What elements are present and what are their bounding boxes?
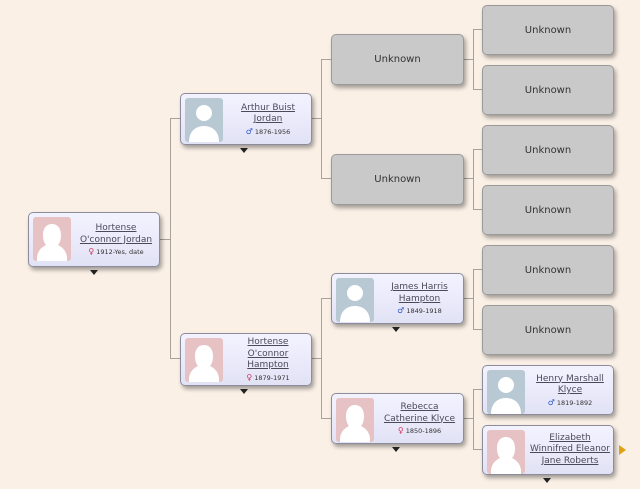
male-avatar-icon bbox=[336, 278, 374, 322]
male-avatar-icon bbox=[487, 370, 525, 414]
expand-arrow-icon[interactable] bbox=[543, 478, 551, 483]
unknown-person-card[interactable]: Unknown bbox=[482, 305, 614, 355]
unknown-label: Unknown bbox=[524, 144, 572, 156]
unknown-label: Unknown bbox=[524, 264, 572, 276]
female-avatar-icon bbox=[487, 430, 525, 474]
expand-arrow-icon[interactable] bbox=[392, 327, 400, 332]
female-symbol-icon: ♀ bbox=[246, 372, 253, 382]
unknown-person-card[interactable]: Unknown bbox=[482, 65, 614, 115]
person-card-root[interactable]: Hortense O'connor Jordan ♀ 1912-Yes, dat… bbox=[28, 212, 160, 267]
person-name[interactable]: James Harris Hampton bbox=[391, 282, 448, 304]
unknown-label: Unknown bbox=[374, 54, 421, 65]
lifespan-text: 1850-1896 bbox=[405, 427, 442, 435]
unknown-label: Unknown bbox=[524, 24, 572, 36]
female-avatar-icon bbox=[33, 217, 71, 261]
person-card-mother[interactable]: Hortense O'connor Hampton ♀ 1879-1971 bbox=[180, 333, 312, 386]
unknown-person-card[interactable]: Unknown bbox=[482, 5, 614, 55]
unknown-person-card[interactable]: Unknown bbox=[482, 185, 614, 235]
male-symbol-icon: ♂ bbox=[547, 397, 555, 407]
lifespan-text: 1876-1956 bbox=[254, 127, 291, 136]
person-dates: ♂ 1819-1892 bbox=[547, 397, 593, 407]
female-avatar-icon bbox=[185, 338, 223, 382]
lifespan-text: 1819-1892 bbox=[556, 398, 593, 407]
female-symbol-icon: ♀ bbox=[397, 426, 404, 435]
person-name[interactable]: Elizabeth Winnifred Eleanor Jane Roberts bbox=[529, 432, 611, 466]
person-name[interactable]: Hortense O'connor Hampton bbox=[247, 337, 289, 371]
female-symbol-icon: ♀ bbox=[88, 247, 95, 256]
person-name[interactable]: Arthur Buist Jordan bbox=[241, 102, 295, 125]
expand-arrow-icon[interactable] bbox=[90, 270, 98, 275]
unknown-person-card[interactable]: Unknown bbox=[331, 34, 464, 85]
expand-arrow-icon[interactable] bbox=[392, 447, 400, 452]
expand-arrow-icon[interactable] bbox=[240, 148, 248, 153]
person-dates: ♂ 1876-1956 bbox=[245, 126, 291, 136]
unknown-label: Unknown bbox=[374, 174, 421, 185]
lifespan-text: 1849-1918 bbox=[406, 307, 442, 315]
male-symbol-icon: ♂ bbox=[245, 126, 253, 136]
person-name[interactable]: Rebecca Catherine Klyce bbox=[383, 402, 456, 424]
person-card-mmm-mother[interactable]: Elizabeth Winnifred Eleanor Jane Roberts bbox=[482, 425, 614, 475]
unknown-person-card[interactable]: Unknown bbox=[331, 154, 464, 205]
person-name[interactable]: Henry Marshall Klyce bbox=[536, 373, 604, 396]
lifespan-text: 1879-1971 bbox=[254, 373, 290, 382]
person-dates: ♂ 1849-1918 bbox=[397, 306, 442, 316]
unknown-person-card[interactable]: Unknown bbox=[482, 125, 614, 175]
lifespan-text: 1912-Yes, date bbox=[96, 248, 144, 256]
female-avatar-icon bbox=[336, 398, 374, 442]
person-dates: ♀ 1850-1896 bbox=[397, 426, 442, 436]
unknown-label: Unknown bbox=[524, 204, 572, 216]
person-dates: ♀ 1879-1971 bbox=[246, 372, 290, 382]
person-card-father[interactable]: Arthur Buist Jordan ♂ 1876-1956 bbox=[180, 93, 312, 145]
unknown-label: Unknown bbox=[524, 324, 572, 336]
person-dates: ♀ 1912-Yes, date bbox=[88, 247, 144, 257]
expand-arrow-icon[interactable] bbox=[240, 389, 248, 394]
person-card-mmm-father[interactable]: Henry Marshall Klyce ♂ 1819-1892 bbox=[482, 365, 614, 415]
person-name[interactable]: Hortense O'connor Jordan bbox=[79, 223, 153, 245]
person-card-mm-father[interactable]: James Harris Hampton ♂ 1849-1918 bbox=[331, 273, 464, 324]
male-avatar-icon bbox=[185, 98, 223, 142]
unknown-label: Unknown bbox=[524, 84, 572, 96]
person-card-mm-mother[interactable]: Rebecca Catherine Klyce ♀ 1850-1896 bbox=[331, 393, 464, 444]
next-generation-arrow-icon[interactable] bbox=[619, 445, 626, 455]
male-symbol-icon: ♂ bbox=[397, 306, 405, 315]
unknown-person-card[interactable]: Unknown bbox=[482, 245, 614, 295]
